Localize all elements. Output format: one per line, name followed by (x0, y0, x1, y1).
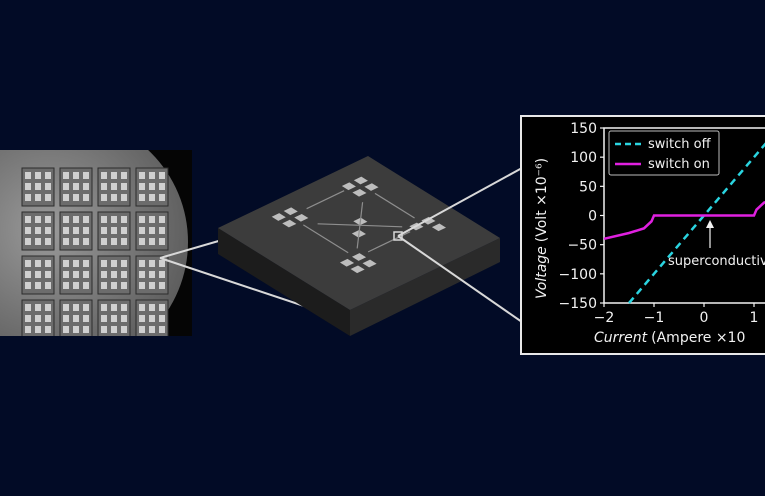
series-line-switch-off (628, 142, 765, 304)
plot-series (603, 142, 765, 304)
y-axis-label-rest: (Volt ×10⁻⁶) (534, 158, 550, 242)
legend: switch off switch on (608, 130, 720, 176)
annotation-label: superconductive (668, 254, 765, 269)
wafer-die (59, 255, 93, 295)
wafer-die (21, 255, 55, 295)
wafer-die (59, 211, 93, 251)
y-tick-label: 50 (579, 179, 597, 195)
y-tick-label: −150 (559, 296, 597, 312)
wafer-die (59, 167, 93, 207)
chip-pad (283, 207, 298, 216)
iv-plot-panel: 150 100 50 0 −50 −100 −150 −2 −1 0 1 switch off s… (520, 115, 765, 355)
chip-pad (350, 265, 365, 274)
chip-trace (367, 231, 411, 253)
chip-trace (306, 190, 345, 210)
x-axis-label-rest: (Ampere ×10 (651, 330, 745, 346)
y-tick-label: 100 (570, 150, 597, 166)
chip-pad (352, 188, 367, 197)
chip-pad (364, 183, 379, 191)
y-axis-label: Voltage (Volt ×10⁻⁶) (534, 158, 550, 299)
legend-label-switch-off: switch off (648, 137, 712, 152)
chip-pad (362, 259, 377, 268)
x-axis-label-italic: Current (594, 330, 648, 346)
x-tick-label: 1 (750, 310, 759, 326)
chip-side-right (350, 238, 500, 336)
chip-pad (294, 213, 309, 222)
connector-line-top (159, 239, 223, 259)
wafer-photo (0, 116, 192, 368)
wafer-die (21, 167, 55, 207)
x-tick-label: 0 (700, 310, 709, 326)
chip-pad (282, 219, 297, 228)
connector-line-plot-top (397, 167, 523, 237)
y-axis-label-italic: Voltage (534, 246, 550, 299)
series-line-switch-on (603, 201, 765, 241)
wafer-die (21, 299, 55, 339)
y-tick-label: −50 (567, 238, 597, 254)
wafer-image (0, 116, 188, 368)
connector-line-plot-bottom (397, 235, 523, 323)
wafer-die (135, 255, 169, 295)
chip-pad (271, 213, 286, 221)
annotation-superconductive: superconductive (668, 220, 765, 269)
wafer-die (97, 299, 131, 339)
wafer-die (135, 211, 169, 251)
y-axis-ticks: 150 100 50 0 −50 −100 −150 (559, 121, 604, 312)
wafer-die (135, 299, 169, 339)
wafer-die (97, 167, 131, 207)
x-tick-label: −2 (594, 310, 615, 326)
chip-trace (374, 192, 415, 219)
chip-pad (339, 258, 355, 267)
iv-plot: 150 100 50 0 −50 −100 −150 −2 −1 0 1 switch off s… (534, 121, 765, 346)
chip-pad (341, 182, 356, 191)
y-tick-label: 0 (588, 209, 597, 225)
chip-side-left (218, 228, 350, 336)
x-tick-label: −1 (644, 310, 665, 326)
x-axis-label: Current(Ampere ×10 (594, 330, 745, 346)
y-tick-label: 150 (570, 121, 597, 137)
chip-zoom-marker (393, 231, 403, 241)
wafer-die (21, 211, 55, 251)
wafer-die (135, 167, 169, 207)
wafer-die (97, 255, 131, 295)
wafer-die (97, 211, 131, 251)
annotation-arrow-head (706, 220, 714, 228)
chip-trace (317, 223, 403, 228)
chip-pad (353, 176, 368, 185)
chip-pad (351, 253, 367, 261)
legend-label-switch-on: switch on (648, 157, 710, 172)
chip-trace (303, 224, 349, 254)
x-axis-ticks: −2 −1 0 1 (594, 303, 759, 326)
y-tick-label: −100 (559, 267, 597, 283)
chip-pad (431, 223, 446, 232)
wafer-die-grid (21, 167, 169, 339)
chip-pad (421, 216, 436, 225)
